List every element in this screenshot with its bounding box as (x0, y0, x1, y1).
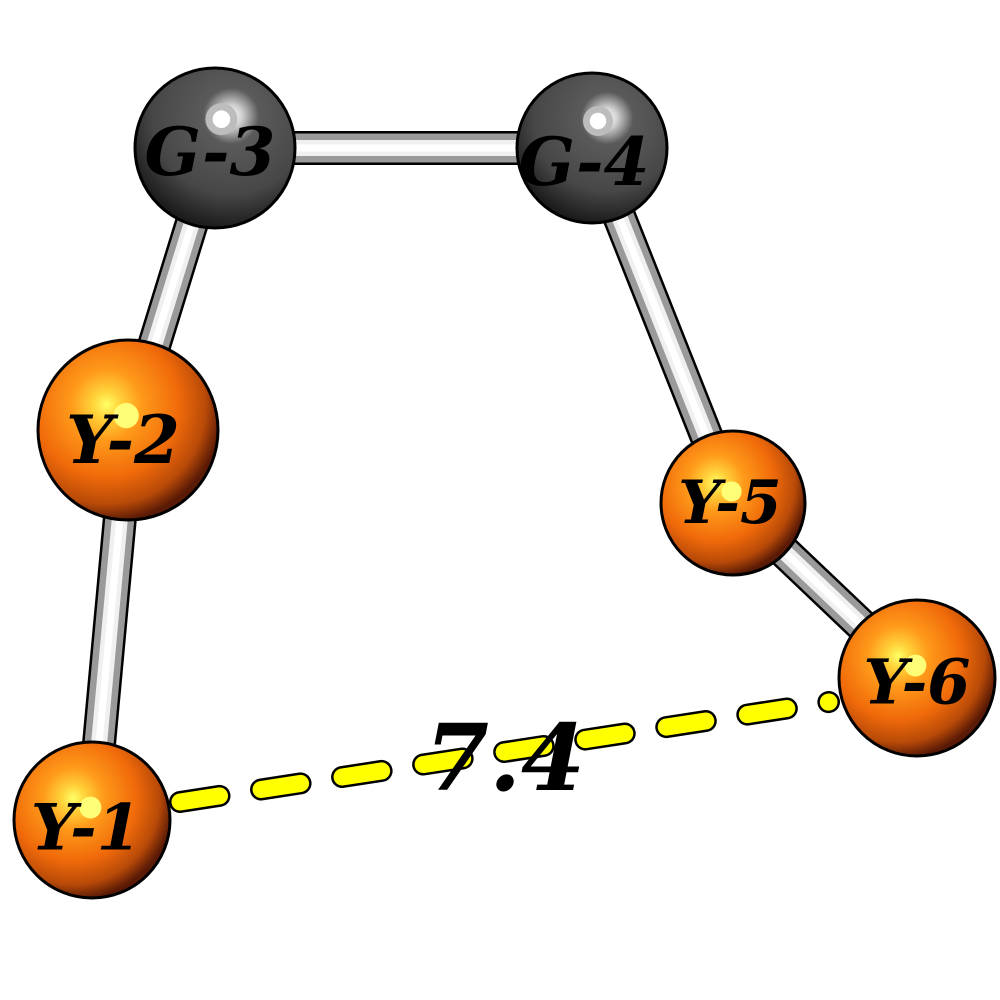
atom-G-4 (515, 71, 669, 225)
atom-G-3 (133, 66, 297, 230)
atom-Y-5 (659, 429, 807, 577)
atom-Y-1 (12, 740, 172, 900)
atom-label-Y-5: Y-5 (678, 468, 781, 538)
atom-label-G-3: G-3 (145, 113, 276, 191)
distance-line-fill (171, 693, 838, 811)
atom-Y-6 (837, 598, 997, 758)
atom-label-Y-1: Y-1 (31, 791, 141, 866)
atom-label-Y-2: Y-2 (66, 401, 180, 479)
atom-label-G-4: G-4 (519, 123, 650, 201)
atom-label-Y-6: Y-6 (864, 646, 971, 719)
distance-layer (169, 691, 840, 813)
labels-layer: Y-1 Y-2 G-3 G-4Y-5Y-6 7.4 (31, 113, 971, 866)
atoms-layer (12, 66, 997, 900)
distance-label: 7.4 (425, 704, 585, 812)
atom-Y-2 (36, 338, 220, 522)
